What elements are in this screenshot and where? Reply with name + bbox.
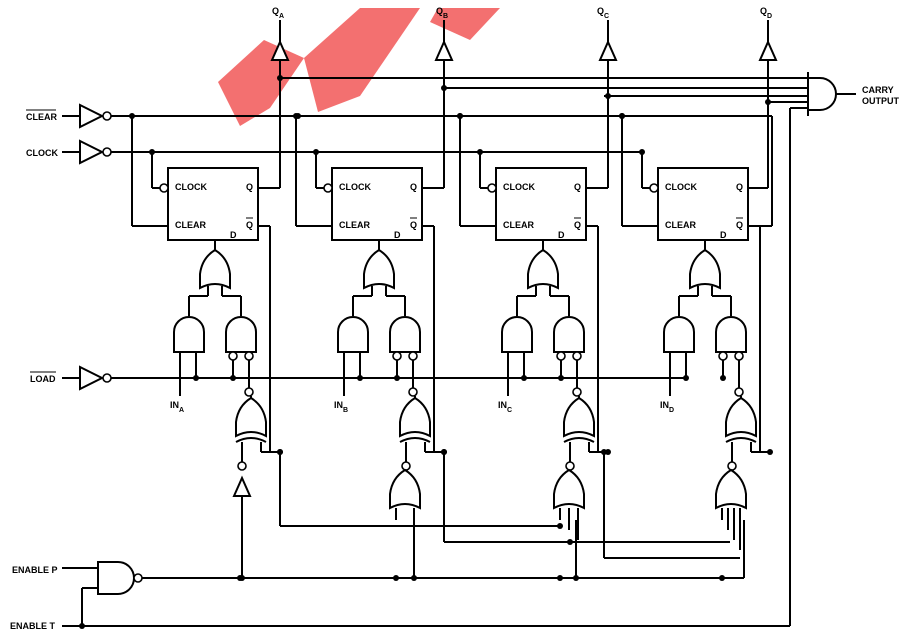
ff-qbar-pin: Q [574, 220, 581, 230]
and-gate-right-a [225, 316, 257, 353]
q-buffer-d [759, 41, 777, 61]
and-gate-left-c [501, 316, 533, 353]
and-gate-right-d [715, 316, 747, 353]
enable-or-gate-b [389, 469, 421, 509]
ff-d-pin: D [230, 230, 237, 240]
xor-gate-b [399, 397, 431, 443]
xor-gate-c [563, 397, 595, 443]
and-gate-right-b [389, 316, 421, 353]
or-gate-a [199, 249, 231, 289]
qb-label: QB [436, 6, 448, 20]
ff-d-pin: D [558, 230, 565, 240]
clear-bar-label: CLEAR [26, 112, 57, 122]
and-gate-right-c [553, 316, 585, 353]
or-gate-d [689, 249, 721, 289]
ff-q-pin: Q [410, 182, 417, 192]
load-bar-label: LOAD [30, 374, 56, 384]
enable-or-gate-c [553, 469, 585, 509]
ff-qbar-pin: Q [410, 220, 417, 230]
qa-label: QA [272, 6, 284, 20]
q-buffer-c [599, 41, 617, 61]
xor-gate-d [725, 397, 757, 443]
enable-p-label: ENABLE P [12, 565, 58, 575]
load-inverter [79, 366, 112, 390]
ff-d-pin: D [394, 230, 401, 240]
qd-label: QD [760, 6, 772, 20]
in-b-label: INB [334, 400, 348, 414]
enable-inverter-a [233, 477, 251, 497]
in-d-label: IND [660, 400, 674, 414]
or-gate-c [527, 249, 559, 289]
ff-clock-pin: CLOCK [503, 182, 535, 192]
clock-inverter [79, 140, 112, 164]
clear-inverter [79, 104, 112, 128]
xor-gate-a [235, 397, 267, 443]
ff-qbar-pin: Q [736, 220, 743, 230]
clock-label: CLOCK [26, 148, 58, 158]
ff-qbar-pin: Q [246, 220, 253, 230]
ff-q-pin: Q [736, 182, 743, 192]
and-gate-left-b [337, 316, 369, 353]
enable-and-gate [97, 561, 143, 595]
carry-and-gate [807, 72, 837, 116]
ff-clock-pin: CLOCK [175, 182, 207, 192]
ff-d-pin: D [720, 230, 727, 240]
in-a-label: INA [170, 400, 184, 414]
and-gate-left-d [663, 316, 695, 353]
ff-clear-pin: CLEAR [503, 220, 534, 230]
watermark-logo [218, 8, 500, 126]
in-c-label: INC [498, 400, 512, 414]
ff-clear-pin: CLEAR [665, 220, 696, 230]
ff-clock-pin: CLOCK [339, 182, 371, 192]
and-gate-left-a [173, 316, 205, 353]
carry-output-label-2: OUTPUT [862, 96, 900, 106]
ff-clear-pin: CLEAR [175, 220, 206, 230]
q-buffer-b [435, 41, 453, 61]
ff-clock-pin: CLOCK [665, 182, 697, 192]
ff-q-pin: Q [574, 182, 581, 192]
qc-label: QC [597, 6, 609, 20]
carry-output-label-1: CARRY [862, 85, 894, 95]
ff-q-pin: Q [246, 182, 253, 192]
enable-t-label: ENABLE T [10, 621, 56, 631]
or-gate-b [363, 249, 395, 289]
ff-clear-pin: CLEAR [339, 220, 370, 230]
enable-or-gate-d [715, 469, 747, 509]
